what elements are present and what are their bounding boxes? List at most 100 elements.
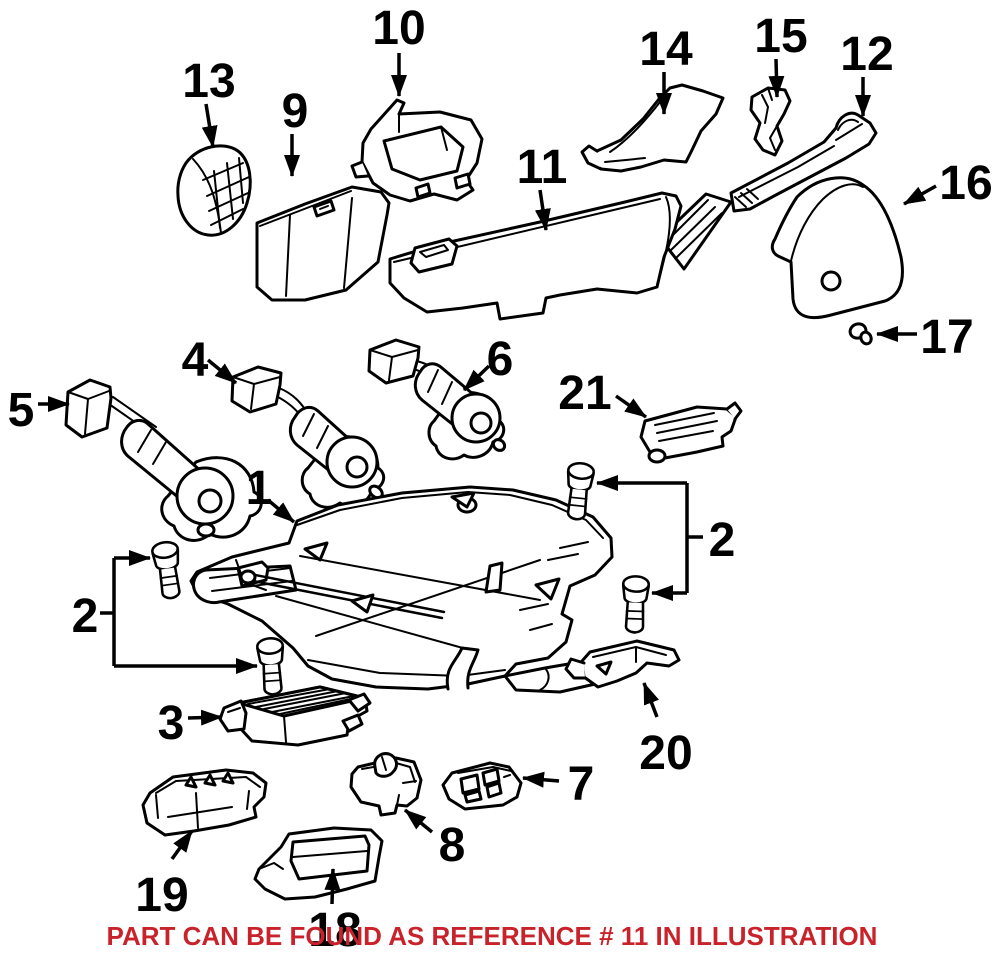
bolt-left: [150, 539, 186, 602]
connector: [367, 338, 421, 385]
button-a: [459, 773, 481, 795]
part-11-floor-duct: [388, 191, 733, 321]
outline: [349, 756, 423, 817]
bolt-bottom-left: [255, 636, 288, 697]
hole: [820, 270, 842, 292]
callout-11: 11: [517, 141, 568, 194]
foot: [647, 448, 667, 464]
top-edge: [457, 766, 512, 778]
callout-14: 14: [639, 23, 693, 76]
flange-line: [790, 183, 864, 262]
cutout-c: [534, 577, 561, 601]
callout-10: 10: [372, 2, 425, 55]
part-9-duct-cover: [255, 185, 391, 302]
bands: [137, 429, 167, 465]
arrow-13: [201, 103, 218, 148]
callout-6: 6: [487, 333, 514, 386]
tab-b: [414, 182, 432, 199]
recess-line: [258, 850, 368, 870]
part-15-small-bracket: [749, 86, 792, 157]
callout-18: 18: [308, 904, 361, 954]
callout-19: 19: [135, 869, 188, 922]
details: [734, 118, 863, 208]
arrow-8: [403, 808, 434, 834]
button-c: [463, 789, 483, 804]
callout-17: 17: [920, 311, 973, 364]
ribs: [654, 412, 718, 442]
callout-3: 3: [158, 697, 185, 750]
toggle-line: [381, 756, 387, 771]
shaft: [345, 455, 369, 479]
tab-b: [341, 713, 364, 733]
bracket-2-right: [685, 483, 703, 593]
connector: [230, 365, 283, 414]
callout-20: 20: [639, 727, 692, 780]
nub: [491, 438, 507, 452]
cutout-d: [350, 593, 375, 614]
tab: [725, 401, 743, 421]
details: [259, 190, 379, 297]
arrow-18: [324, 868, 341, 905]
connector-edges: [67, 390, 110, 435]
part-19-connector-block: [141, 768, 268, 837]
callout-15: 15: [754, 10, 807, 63]
rail-hook: [539, 667, 550, 691]
arrow-1: [266, 498, 296, 524]
part-17-clip: [848, 322, 873, 346]
bracket-2-left: [100, 558, 116, 666]
part-12-sill-rail: [729, 111, 878, 213]
part-5-motor: [64, 378, 263, 542]
connector-edges: [369, 349, 419, 381]
ribbed-end: [658, 192, 733, 271]
arrow-15: [768, 58, 785, 98]
center-post: [484, 561, 504, 594]
arrow-16: [903, 184, 937, 206]
tab-a: [453, 172, 472, 190]
recess: [289, 834, 371, 881]
arrow-21: [614, 394, 648, 419]
fins: [247, 688, 361, 743]
leader-arrows: [38, 53, 937, 905]
part-21-ribbed-bracket: [639, 401, 743, 464]
callout-13: 13: [182, 55, 235, 108]
triangle-mark: [595, 660, 613, 676]
callout-8: 8: [439, 819, 466, 872]
part-14-trim-panel: [580, 83, 725, 173]
toggle: [373, 752, 398, 778]
latch-mark: [319, 205, 329, 210]
part-6-motor: [367, 338, 507, 461]
outline: [589, 83, 725, 173]
bolt-top-right: [561, 460, 596, 522]
details: [592, 646, 667, 663]
callout-16: 16: [939, 157, 992, 210]
callout-7: 7: [568, 758, 595, 811]
connector: [218, 699, 248, 733]
outline: [639, 405, 738, 460]
details: [383, 113, 448, 170]
outline: [441, 761, 523, 811]
part-1-seat-frame: [189, 485, 614, 694]
callout-12: 12: [840, 28, 893, 81]
part-3-control-module: [218, 685, 372, 747]
cutout-a: [303, 541, 329, 562]
arrow-20: [642, 682, 659, 718]
part-7-switch-pad: [441, 761, 523, 811]
nub: [196, 522, 216, 538]
part-20-side-bracket: [564, 639, 681, 689]
shaft: [197, 488, 223, 514]
reference-note: PART CAN BE FOUND AS REFERENCE # 11 IN I…: [107, 921, 878, 951]
part-8-toggle-switch: [349, 752, 423, 817]
callout-4: 4: [182, 334, 209, 387]
pin-a: [184, 775, 198, 789]
callout-2-right: 2: [709, 514, 736, 567]
arrow-4: [206, 358, 238, 385]
arrow-3: [187, 709, 223, 726]
outline: [388, 191, 683, 321]
arrow-7: [522, 771, 560, 788]
callout-numbers: 10 13 9 14 15 12 11 16 17 5 4 6 21 1 2 2…: [8, 2, 993, 954]
callout-2-left: 2: [72, 590, 99, 643]
cutout-b: [450, 491, 476, 509]
pin-b: [203, 773, 217, 787]
